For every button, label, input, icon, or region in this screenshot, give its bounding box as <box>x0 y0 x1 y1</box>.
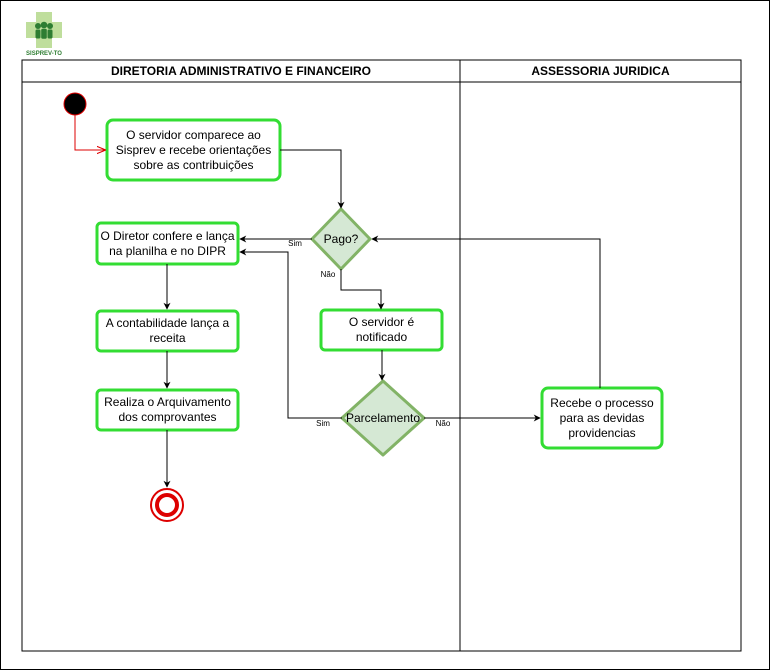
node-arquivamento: Realiza o Arquivamento dos comprovantes <box>104 395 231 424</box>
node-orientacao: O servidor comparece ao Sisprev e recebe… <box>115 127 272 172</box>
node-providencias: Recebe o processo para as devidas provid… <box>550 395 654 440</box>
decision-parcelamento-shape <box>340 379 426 457</box>
node-contabilidade: A contabilidade lança a receita <box>105 316 230 345</box>
end-node <box>150 488 184 522</box>
edge-providencias-to-pago <box>371 235 601 388</box>
start-node <box>63 92 87 116</box>
edge-pago-nao <box>340 269 385 310</box>
node-providencias-box <box>540 386 664 450</box>
edge-label-parcelamento-sim: Sim <box>316 419 330 428</box>
sisprev-logo <box>26 12 62 48</box>
logo-text: SISPREV-TO <box>26 50 62 57</box>
edge-orientacao-to-pago <box>280 149 345 209</box>
edge-parcelamento-sim <box>239 248 342 419</box>
lane-title-diretoria: DIRETORIA ADMINISTRATIVO E FINANCEIRO <box>110 64 371 78</box>
decision-parcelamento: Parcelamento <box>345 410 421 425</box>
lane-title-assessoria: ASSESSORIA JURIDICA <box>531 64 670 78</box>
edge-label-parcelamento-nao: Não <box>435 419 451 428</box>
edge-label-pago-nao: Não <box>320 270 336 279</box>
decision-pago: Pago? <box>323 231 359 246</box>
node-notificado: O servidor é notificado <box>348 315 415 344</box>
swimlane-pool <box>21 59 742 652</box>
edge-label-pago-sim: Sim <box>288 239 302 248</box>
edge-start-to-orientacao <box>74 115 105 150</box>
node-diretor: O Diretor confere e lança na planilha e … <box>100 228 235 258</box>
